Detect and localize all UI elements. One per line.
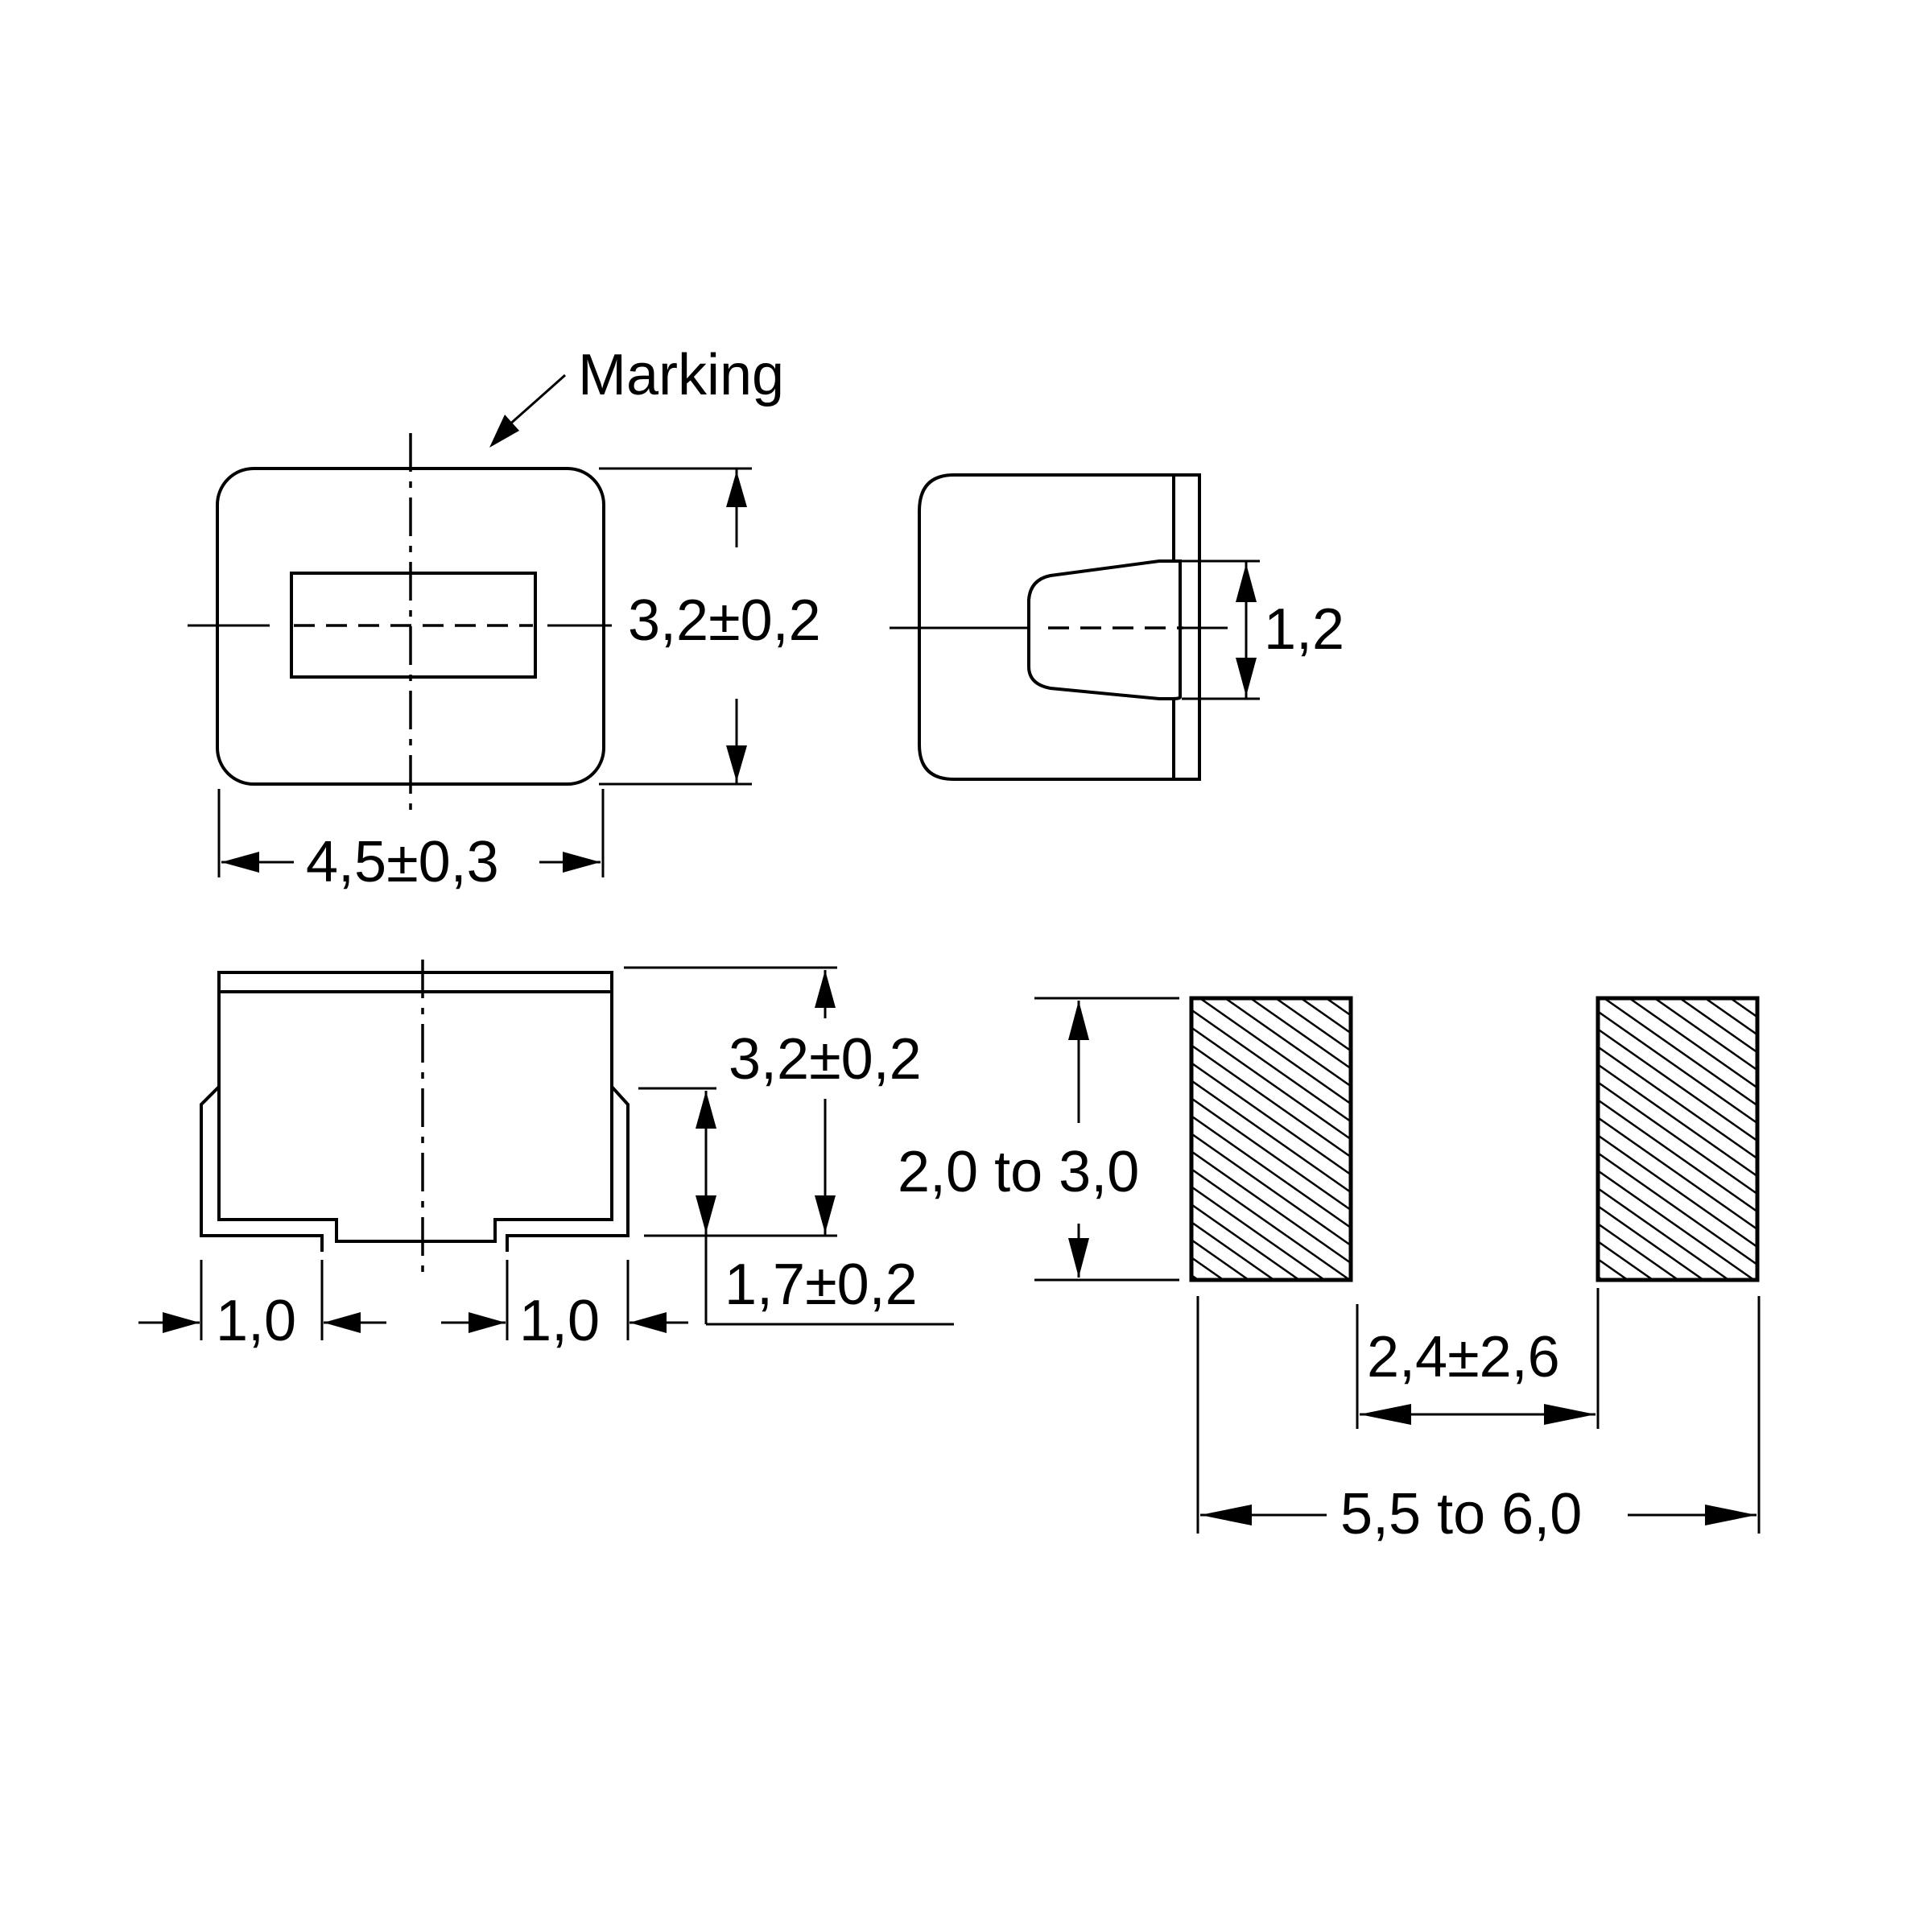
side-view-right-terminal — [506, 1085, 630, 1252]
pad-gap-label: 2,4±2,6 — [1367, 1325, 1560, 1389]
marking-label: Marking — [578, 343, 784, 407]
end-view: 1,2 — [890, 473, 1344, 781]
side-height-arrow-down — [815, 1195, 836, 1233]
pad-span-arrow-right — [1705, 1505, 1757, 1525]
end-height-label: 1,2 — [1264, 597, 1344, 662]
left-terminal-arrow-right — [324, 1312, 361, 1333]
pad-gap-arrow-right — [1544, 1404, 1596, 1425]
side-view: 3,2±0,2 1,7±0,2 1,0 1,0 — [138, 960, 954, 1353]
terminal-height-label: 1,7±0,2 — [724, 1253, 918, 1317]
end-view-body — [918, 473, 1201, 781]
side-view-left-terminal — [200, 1085, 324, 1252]
top-width-arrow-left — [221, 852, 259, 873]
marking-leader-line — [506, 374, 566, 428]
left-pad — [1189, 996, 1353, 1282]
pad-height-arrow-up — [1068, 1001, 1089, 1040]
right-terminal-arrow-right — [630, 1312, 667, 1333]
pad-span-arrow-left — [1200, 1505, 1252, 1525]
right-pad — [1596, 996, 1760, 1282]
right-terminal-arrow-left — [469, 1312, 506, 1333]
side-view-body — [217, 971, 613, 1243]
right-terminal-label: 1,0 — [519, 1289, 600, 1353]
side-height-label: 3,2±0,2 — [729, 1027, 922, 1092]
pad-span-label: 5,5 to 6,0 — [1340, 1482, 1582, 1546]
terminal-height-arrow-up — [696, 1091, 716, 1129]
top-width-arrow-right — [563, 852, 601, 873]
top-view: Marking 3,2±0,2 4,5±0,3 — [188, 343, 821, 894]
pad-gap-arrow-left — [1360, 1404, 1411, 1425]
left-terminal-label: 1,0 — [216, 1289, 296, 1353]
end-height-arrow-up — [1236, 564, 1257, 602]
left-terminal-arrow-left — [163, 1312, 200, 1333]
pad-height-arrow-down — [1068, 1238, 1089, 1278]
terminal-height-arrow-down — [696, 1195, 716, 1233]
top-height-label: 3,2±0,2 — [628, 588, 821, 653]
side-height-arrow-up — [815, 970, 836, 1008]
end-view-terminal — [1027, 559, 1182, 700]
marking-area — [290, 572, 537, 679]
pad-layout: 2,0 to 3,0 2,4±2,6 5,5 to 6,0 — [898, 996, 1761, 1546]
marking-arrow — [489, 415, 519, 448]
top-width-label: 4,5±0,3 — [306, 830, 499, 894]
top-height-arrow-down — [726, 745, 747, 782]
end-height-arrow-down — [1236, 658, 1257, 696]
top-height-arrow-up — [726, 471, 747, 507]
pad-height-label: 2,0 to 3,0 — [898, 1140, 1139, 1204]
